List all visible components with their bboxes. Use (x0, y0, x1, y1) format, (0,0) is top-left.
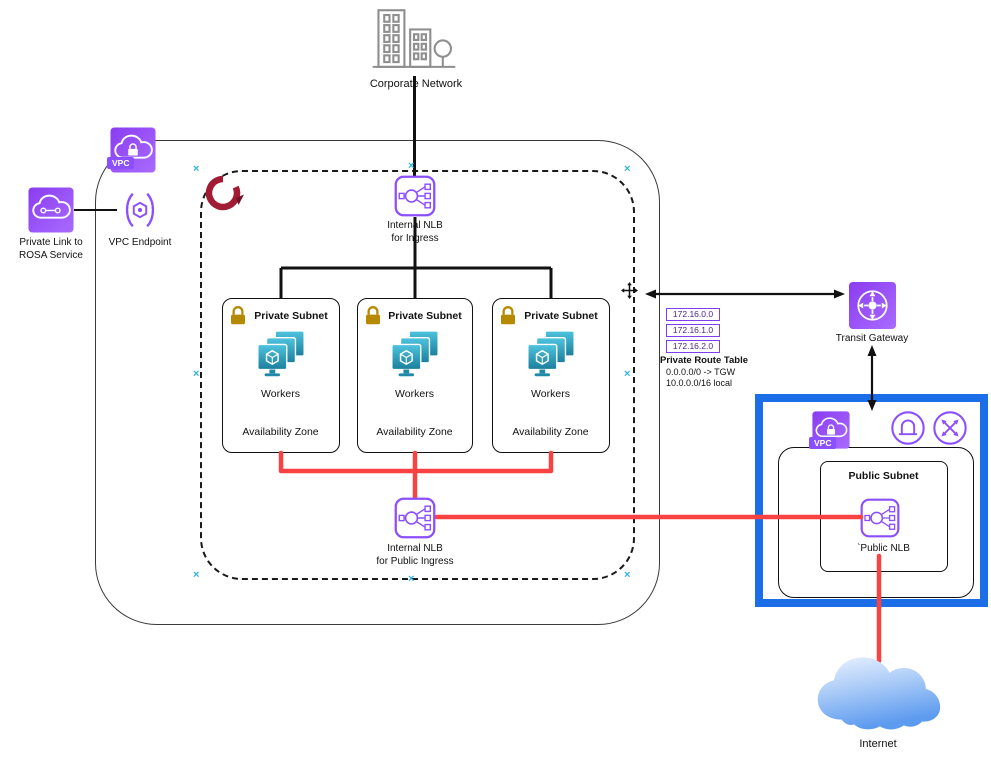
workers-icon[interactable] (524, 329, 578, 383)
internet-cloud-icon[interactable] (806, 645, 950, 733)
selection-x-mark: × (193, 163, 200, 175)
private-subnet-title: Private Subnet (524, 310, 598, 322)
cluster-dashed-box[interactable] (200, 170, 635, 580)
internal-nlb-ingress-label: Internal NLB for Ingress (387, 220, 443, 244)
private-subnet-box-2[interactable]: Private Subnet Workers Availability Zone (357, 298, 473, 453)
move-crosshair-icon[interactable] (621, 282, 638, 299)
private-subnet-title: Private Subnet (388, 310, 462, 322)
transit-gateway-label: Transit Gateway (835, 333, 909, 344)
private-subnet-box-1[interactable]: Private Subnet Workers Availability Zone (222, 298, 340, 453)
openshift-icon[interactable] (202, 172, 244, 214)
private-link-label: Private Link to ROSA Service (19, 237, 83, 261)
public-vpc-label-tag: VPC (809, 437, 837, 450)
selection-x-mark: × (624, 163, 631, 175)
availability-zone-label: Availability Zone (376, 426, 453, 438)
public-subnet-box[interactable]: Public Subnet `Public NLB (820, 461, 948, 572)
workers-label: Workers (395, 388, 434, 400)
selection-x-mark: × (193, 368, 200, 380)
vpc-endpoint-label: VPC Endpoint (108, 237, 172, 248)
availability-zone-label: Availability Zone (242, 426, 319, 438)
cidr-box-2: 172.16.1.0 (666, 324, 720, 337)
arrowhead-right (834, 289, 845, 299)
internal-nlb-public-ingress-icon[interactable] (394, 497, 436, 539)
arrowhead-up (867, 345, 877, 356)
vpc-label-tag: VPC (107, 157, 135, 170)
public-nlb-icon[interactable] (860, 498, 900, 538)
selection-x-mark: × (624, 569, 631, 581)
private-subnet-title: Private Subnet (254, 310, 328, 322)
selection-x-mark: × (624, 368, 631, 380)
selection-x-mark: × (193, 569, 200, 581)
route-entry-1: 0.0.0.0/0 -> TGW (666, 367, 736, 377)
workers-icon[interactable] (388, 329, 442, 383)
internet-gateway-icon[interactable] (889, 409, 927, 447)
internal-nlb-ingress-icon[interactable] (394, 175, 436, 217)
transit-gateway-icon[interactable] (849, 282, 896, 329)
corporate-network-icon[interactable] (366, 5, 462, 75)
public-subnet-title: Public Subnet (848, 470, 919, 482)
private-link-icon[interactable] (28, 187, 74, 233)
vpc-endpoint-icon[interactable] (117, 187, 163, 233)
public-nlb-label: `Public NLB (857, 543, 910, 554)
private-route-table-title: Private Route Table (660, 355, 748, 366)
private-subnet-box-3[interactable]: Private Subnet Workers Availability Zone (492, 298, 610, 453)
availability-zone-label: Availability Zone (512, 426, 589, 438)
router-icon[interactable] (931, 409, 969, 447)
cidr-box-3: 172.16.2.0 (666, 340, 720, 353)
workers-icon[interactable] (254, 329, 308, 383)
internet-label: Internet (859, 738, 897, 750)
cidr-box-1: 172.16.0.0 (666, 308, 720, 321)
corporate-network-label: Corporate Network (369, 78, 463, 90)
workers-label: Workers (531, 388, 570, 400)
internal-nlb-public-ingress-label: Internal NLB for Public Ingress (376, 543, 454, 567)
selection-x-mark: × (408, 160, 415, 172)
selection-x-mark: × (408, 573, 415, 585)
route-entry-2: 10.0.0.0/16 local (666, 378, 733, 388)
workers-label: Workers (261, 388, 300, 400)
